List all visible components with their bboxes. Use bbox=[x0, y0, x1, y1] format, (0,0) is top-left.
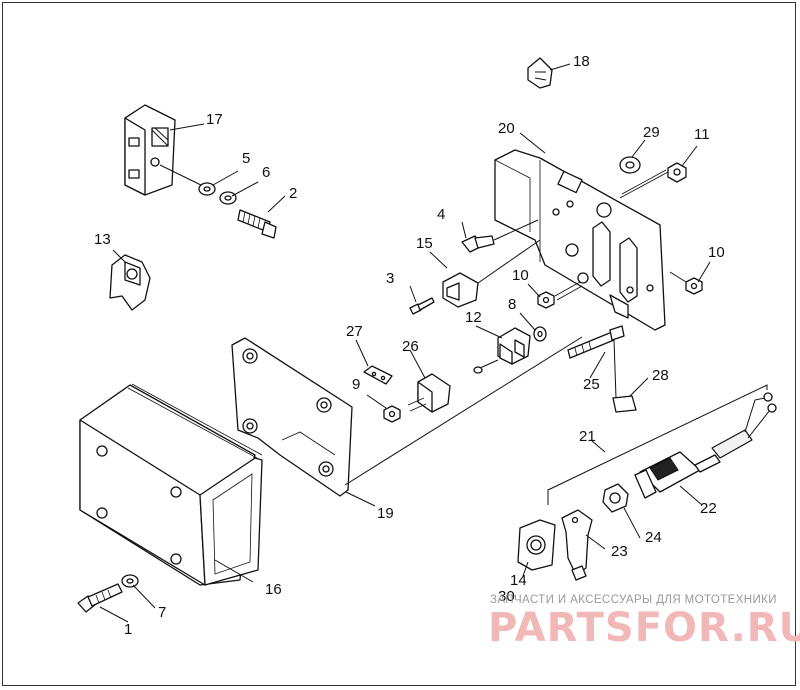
watermark-logo: PARTSFOR.RU bbox=[488, 605, 800, 651]
leader-lines bbox=[99, 63, 711, 623]
callout-11: 11 bbox=[694, 126, 710, 143]
spacer-part-28 bbox=[612, 339, 637, 413]
callout-3: 3 bbox=[386, 270, 394, 287]
stud-part-25 bbox=[567, 325, 625, 359]
callout-13: 13 bbox=[94, 231, 111, 248]
washer-part-7 bbox=[121, 574, 139, 588]
bracket-part-15 bbox=[442, 239, 541, 308]
callout-28: 28 bbox=[652, 367, 669, 384]
callout-10-right: 10 bbox=[708, 244, 725, 261]
callout-19: 19 bbox=[377, 505, 394, 522]
screw-part-3 bbox=[409, 297, 435, 315]
callout-10-left: 10 bbox=[512, 267, 529, 284]
callout-26: 26 bbox=[402, 338, 419, 355]
connector-part-12 bbox=[473, 327, 531, 374]
callout-5: 5 bbox=[242, 150, 250, 167]
washer-part-8 bbox=[533, 326, 547, 342]
bolt-part-4 bbox=[461, 219, 539, 253]
nut-part-9 bbox=[383, 405, 401, 423]
clip-part-18 bbox=[527, 57, 553, 89]
washer-part-6 bbox=[219, 191, 237, 205]
nut-part-10-left bbox=[537, 281, 583, 309]
callout-9: 9 bbox=[352, 376, 360, 393]
callout-27: 27 bbox=[346, 323, 363, 340]
callout-18: 18 bbox=[573, 53, 590, 70]
callout-7: 7 bbox=[158, 604, 166, 621]
main-bracket-part-20 bbox=[494, 149, 666, 331]
grommet-part-29 bbox=[619, 156, 641, 174]
nut-part-10-right bbox=[669, 271, 703, 295]
sensor-part-22 bbox=[634, 451, 721, 499]
callout-4: 4 bbox=[437, 206, 445, 223]
mounting-plate-part-19 bbox=[231, 336, 583, 497]
harness-part-21 bbox=[547, 384, 777, 505]
callout-labels: 1 2 3 4 5 6 7 8 9 10 10 11 12 13 14 15 1… bbox=[94, 53, 725, 638]
callout-20: 20 bbox=[498, 120, 515, 137]
callout-14: 14 bbox=[510, 572, 527, 589]
callout-17: 17 bbox=[206, 111, 223, 128]
nut-part-11 bbox=[619, 162, 687, 199]
callout-22: 22 bbox=[700, 500, 717, 517]
bolt-part-1 bbox=[77, 583, 123, 613]
callout-24: 24 bbox=[645, 529, 662, 546]
nut-part-24 bbox=[602, 483, 629, 513]
screw-part-2 bbox=[237, 209, 277, 239]
callout-25: 25 bbox=[583, 376, 600, 393]
watermark-caption: ЗАПЧАСТИ И АКСЕССУАРЫ ДЛЯ МОТОТЕХНИКИ bbox=[490, 594, 777, 606]
clip-part-13 bbox=[109, 254, 151, 311]
callout-23: 23 bbox=[611, 543, 628, 560]
cover-box-part-16 bbox=[79, 383, 263, 586]
callout-1: 1 bbox=[124, 621, 132, 638]
callout-30: 30 bbox=[498, 588, 515, 605]
callout-15: 15 bbox=[416, 235, 433, 252]
bracket-part-23 bbox=[561, 509, 593, 581]
callout-6: 6 bbox=[262, 164, 270, 181]
callout-29: 29 bbox=[643, 124, 660, 141]
terminal-block-part-26 bbox=[407, 373, 451, 413]
washer-part-5 bbox=[198, 182, 216, 196]
callout-8: 8 bbox=[508, 296, 516, 313]
callout-2: 2 bbox=[289, 185, 297, 202]
plate-part-27 bbox=[363, 365, 393, 385]
callout-16: 16 bbox=[265, 581, 282, 598]
callout-12: 12 bbox=[465, 309, 482, 326]
callout-21: 21 bbox=[579, 428, 596, 445]
relay-block-part-17 bbox=[124, 104, 206, 196]
gasket-part-14 bbox=[517, 519, 556, 571]
